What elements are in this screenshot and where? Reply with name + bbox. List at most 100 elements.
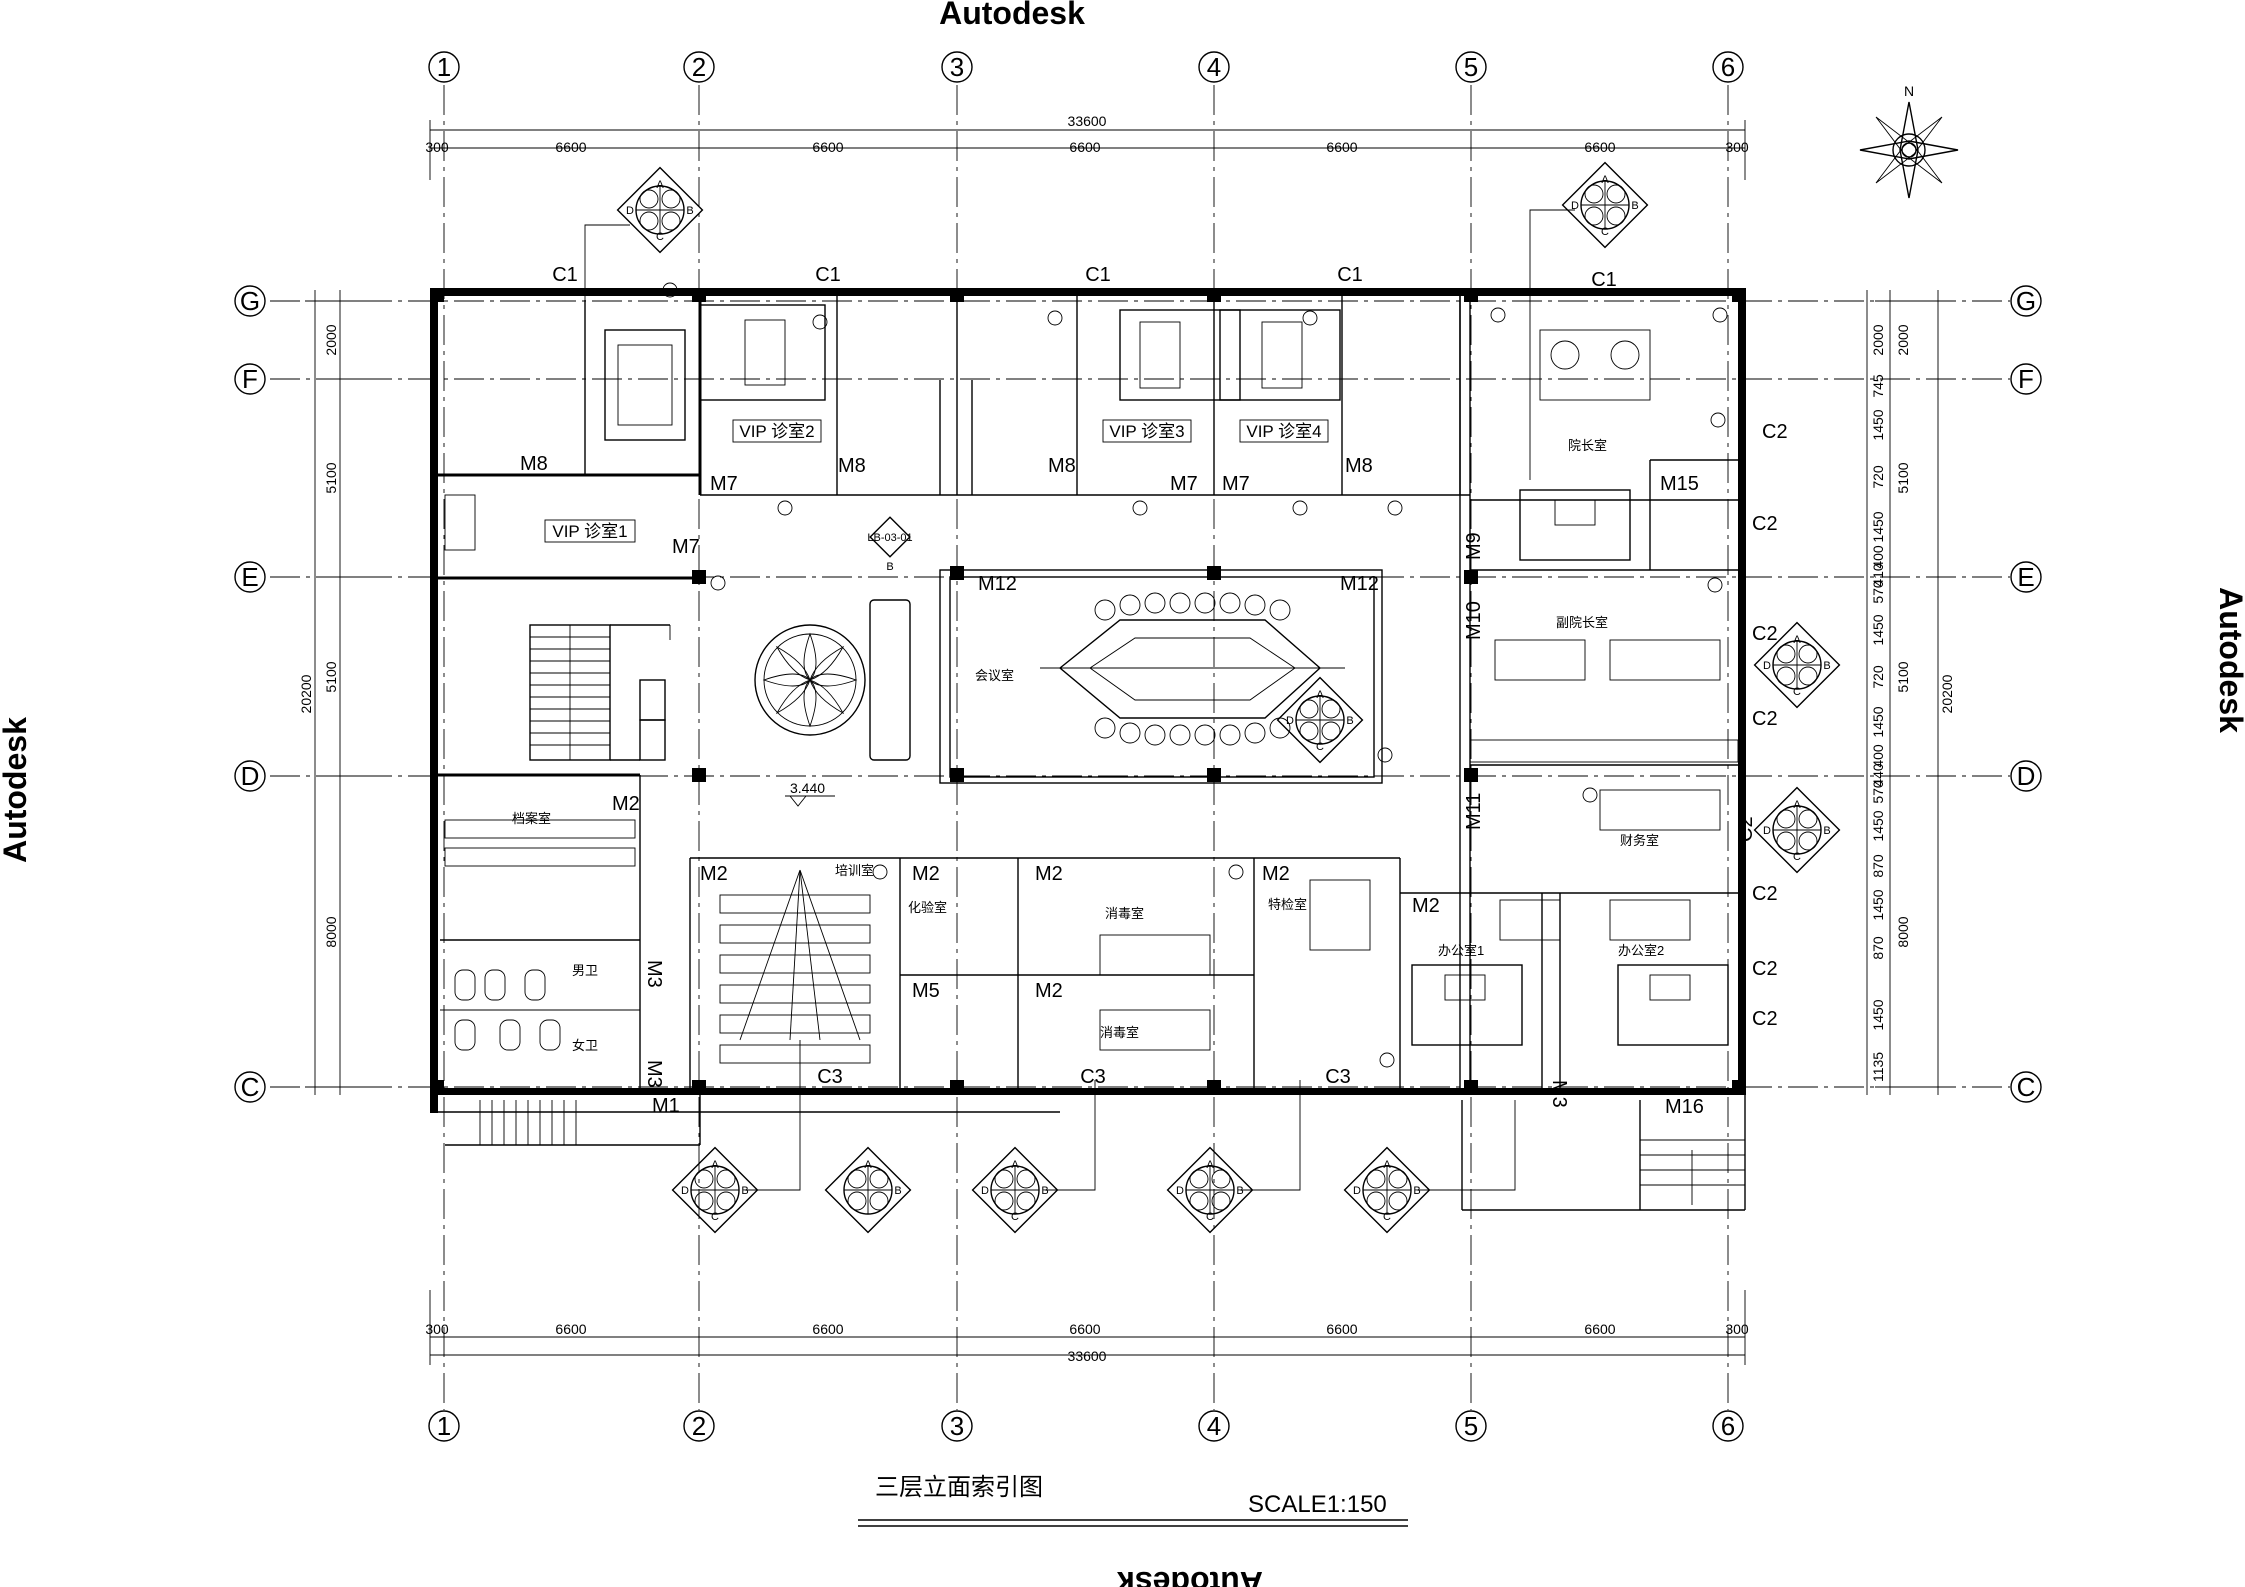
room-label-special: 特检室 <box>1268 897 1307 912</box>
axis-bubble-E-right <box>2010 561 2042 593</box>
idx-letter-c: C <box>656 231 664 243</box>
axis-label-D-left: D <box>241 761 260 791</box>
axis-bubble-5-top <box>1455 51 1487 83</box>
title-block: 三层立面索引图 SCALE1:150 <box>858 1474 1408 1527</box>
room-label-vip4: VIP 诊室4 <box>1246 422 1321 441</box>
axis-bubble-F-left <box>234 363 266 395</box>
index-symbol-right-2: A B C D <box>1753 786 1841 874</box>
axis-label-2-bottom: 2 <box>692 1411 706 1441</box>
idx-letter-c: C <box>1206 1211 1214 1223</box>
window-tag-right-2: C2 <box>1752 623 1778 645</box>
watermark-left: Autodesk <box>0 717 33 863</box>
dim-right-7: 570 <box>1870 580 1886 604</box>
door-tag-12: M12 <box>1340 573 1379 595</box>
rear-staircase <box>445 1095 701 1146</box>
room-label-archive: 档案室 <box>512 811 551 826</box>
idx-letter-b: B <box>1631 200 1638 212</box>
dim-right-9: 720 <box>1870 665 1886 689</box>
dim-right-19: 1135 <box>1870 1052 1886 1082</box>
lobby-floor-rosette: 3.440 <box>754 599 911 807</box>
bottom-dimension-chain: 300 6600 6600 6600 6600 6600 300 33600 <box>425 1290 1749 1365</box>
axis-bubble-F-right <box>2010 363 2042 395</box>
axis-label-D-right: D <box>2017 761 2036 791</box>
door-tag-2: M8 <box>838 455 866 477</box>
door-tag-8: M15 <box>1660 473 1699 495</box>
axis-bubble-D-right <box>2010 760 2042 792</box>
dim-right-major-0: 2000 <box>1895 324 1911 355</box>
dim-bottom-3: 6600 <box>1069 1321 1100 1337</box>
door-tag-13: M2 <box>612 793 640 815</box>
dim-right-17: 870 <box>1870 936 1886 960</box>
door-tag-6: M8 <box>1345 455 1373 477</box>
room-label-disinfection: 消毒室 <box>1105 906 1144 921</box>
axis-label-C-right: C <box>2017 1072 2036 1102</box>
axis-label-4-bottom: 4 <box>1207 1411 1221 1441</box>
window-tag-top-1: C1 <box>815 264 841 286</box>
door-tag-16: M2 <box>1035 863 1063 885</box>
room-label-office1: 办公室1 <box>1438 943 1484 958</box>
door-tag-23: M1 <box>652 1095 680 1117</box>
index-symbol-bottom-3: A B C D <box>971 1080 1096 1234</box>
dim-right-major-3: 8000 <box>1895 916 1911 947</box>
axis-label-6-bottom: 6 <box>1721 1411 1735 1441</box>
door-tag-17: M2 <box>1262 863 1290 885</box>
axis-label-F-right: F <box>2018 364 2034 394</box>
idx-letter-a: A <box>1383 1159 1391 1171</box>
idx-letter-a: A <box>864 1159 872 1171</box>
axis-bubble-C-right <box>2010 1071 2042 1103</box>
meeting-room: 会议室 <box>939 569 1383 784</box>
idx-letter-d: D <box>1286 715 1294 727</box>
idx-letter-d: D <box>1353 1185 1361 1197</box>
toilets: 男卫 女卫 <box>440 963 640 1053</box>
door-tag-15: M2 <box>912 863 940 885</box>
sofa-sets <box>604 304 1729 1046</box>
room-labels: VIP 诊室1 VIP 诊室2 VIP 诊室3 VIP 诊室4 院长室 副院长室… <box>512 419 1664 1040</box>
watermark-right: Autodesk <box>2213 587 2245 733</box>
dim-right-0: 2000 <box>1870 324 1886 355</box>
dim-left-2: 5100 <box>323 661 339 692</box>
dim-right-14: 1450 <box>1870 810 1886 841</box>
door-tag-7: M7 <box>672 536 700 558</box>
window-tag-right-5: C2 <box>1752 883 1778 905</box>
dim-total-width-bottom: 33600 <box>1068 1348 1107 1364</box>
top-dimension-chain: 33600 300 6600 6600 6600 6600 6600 300 <box>425 113 1749 180</box>
window-tag-right-1: C2 <box>1752 513 1778 535</box>
door-tag-21: M3 <box>643 960 665 988</box>
door-tag-14: M2 <box>700 863 728 885</box>
door-tag-19: M2 <box>1035 980 1063 1002</box>
axis-bubble-4-top <box>1198 51 1230 83</box>
door-tag-10: M10 <box>1463 601 1485 640</box>
axis-bubble-G-left <box>234 285 266 317</box>
idx-letter-a: A <box>1793 799 1801 811</box>
room-label-vip3: VIP 诊室3 <box>1109 422 1184 441</box>
training-room-desks: 培训室 <box>719 863 874 1064</box>
dim-right-3: 720 <box>1870 465 1886 489</box>
door-tag-3: M8 <box>1048 455 1076 477</box>
idx-letter-a: A <box>1011 1159 1019 1171</box>
dim-right-15: 870 <box>1870 854 1886 878</box>
door-tag-1: M7 <box>710 473 738 495</box>
axis-bubble-6-top <box>1712 51 1744 83</box>
exterior-walls <box>430 288 1746 1211</box>
idx-letter-b: B <box>886 561 893 573</box>
axis-bubble-1-top <box>428 51 460 83</box>
door-tag-0: M8 <box>520 453 548 475</box>
axis-bubble-1-bottom <box>428 1410 460 1442</box>
window-tag-bottom-2: C3 <box>1325 1066 1351 1088</box>
dim-left-total: 20200 <box>298 674 314 713</box>
dim-right-4: 1450 <box>1870 511 1886 542</box>
dim-total-width-top: 33600 <box>1068 113 1107 129</box>
room-label-vice-dean: 副院长室 <box>1556 615 1608 630</box>
idx-letter-d: D <box>681 1185 689 1197</box>
room-label-male-wc: 男卫 <box>572 963 598 978</box>
axis-bubble-2-top <box>683 51 715 83</box>
idx-letter-b: B <box>1823 825 1830 837</box>
dim-right-12: 440 <box>1870 763 1886 787</box>
room-label-lab: 化验室 <box>908 900 947 915</box>
axis-bubble-5-bottom <box>1455 1410 1487 1442</box>
dim-right-6: 410 <box>1870 563 1886 587</box>
axis-label-6-top: 6 <box>1721 52 1735 82</box>
office-furniture <box>444 329 1739 1051</box>
dim-top-4: 6600 <box>1326 139 1357 155</box>
axis-label-3-top: 3 <box>950 52 964 82</box>
